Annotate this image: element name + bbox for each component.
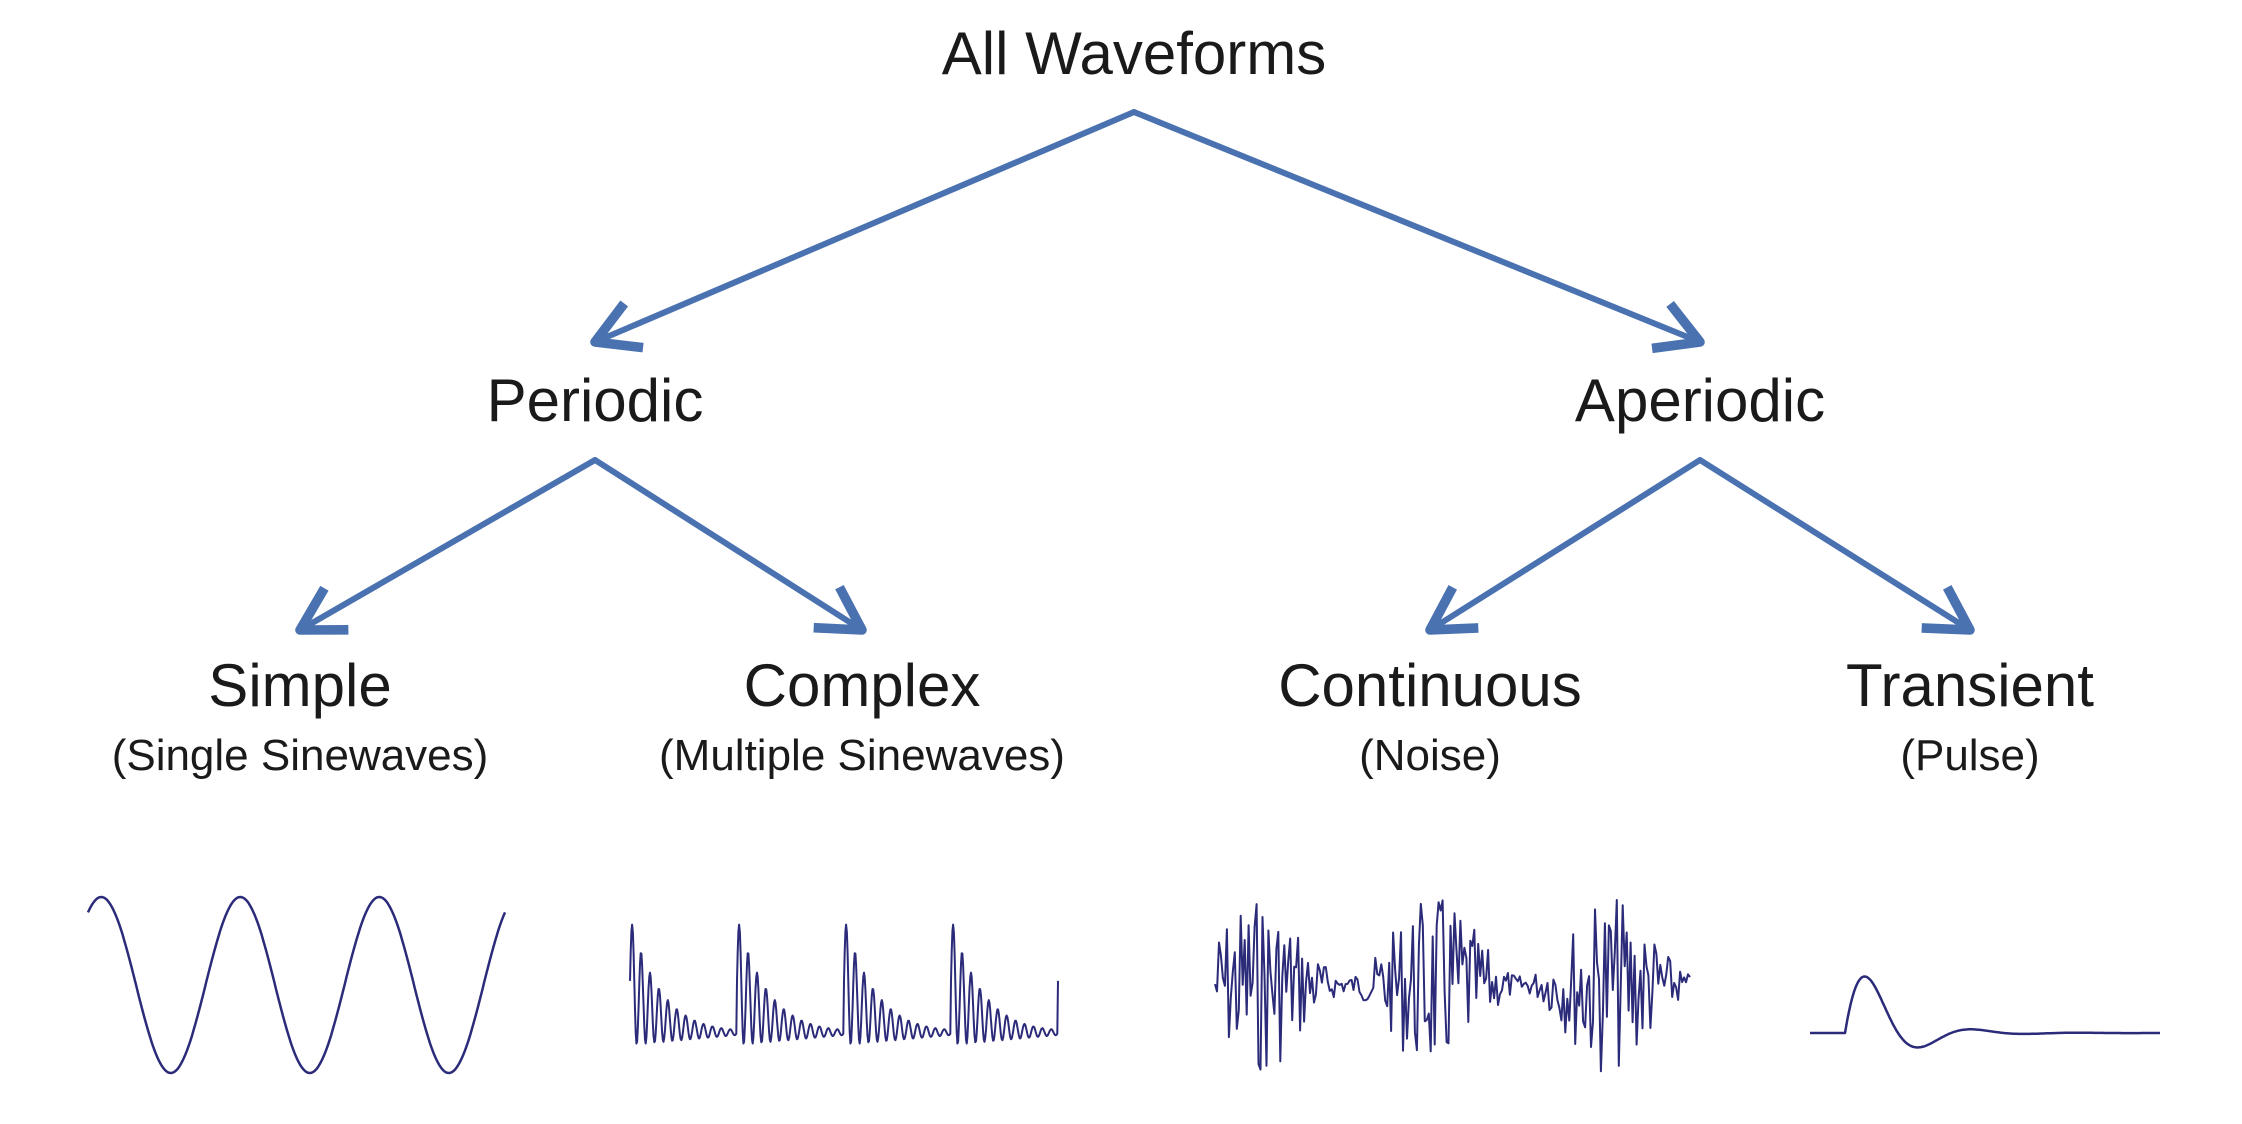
node-complex-subtitle: (Multiple Sinewaves) — [659, 731, 1065, 780]
node-periodic: Periodic — [486, 367, 704, 434]
arrow-periodic-to-simple — [295, 457, 598, 635]
node-transient-subtitle: (Pulse) — [1900, 731, 2040, 780]
arrow-aperiodic-to-transient — [1697, 457, 1975, 635]
waveform-sine — [86, 895, 507, 1075]
node-all-waveforms: All Waveforms — [941, 20, 1327, 87]
node-aperiodic: Aperiodic — [1574, 367, 1826, 434]
node-transient: Transient — [1846, 652, 2094, 719]
node-continuous: Continuous — [1278, 652, 1582, 719]
arrow-aperiodic-to-continuous — [1425, 457, 1703, 635]
node-simple-subtitle: (Single Sinewaves) — [111, 731, 489, 780]
node-simple: Simple — [208, 652, 392, 719]
waveform-sawtooth-burst — [629, 923, 1059, 1045]
arrow-root-to-periodic — [590, 109, 1137, 353]
node-continuous-subtitle: (Noise) — [1359, 731, 1501, 780]
node-complex: Complex — [743, 652, 981, 719]
arrow-periodic-to-complex — [592, 457, 867, 635]
waveform-noise — [1214, 899, 1691, 1073]
arrow-root-to-aperiodic — [1131, 109, 1705, 354]
waveform-damped-pulse — [1809, 975, 2161, 1049]
